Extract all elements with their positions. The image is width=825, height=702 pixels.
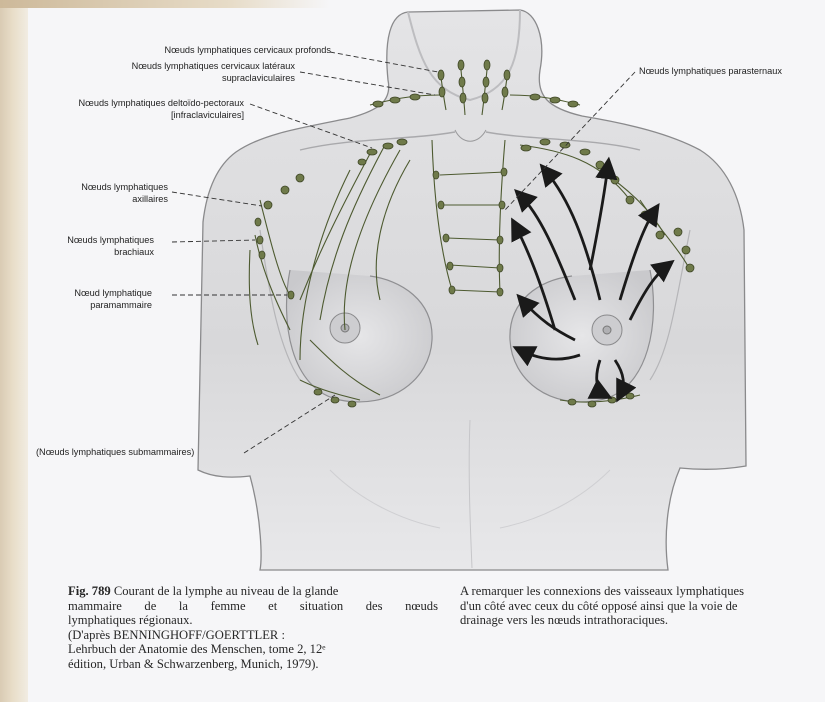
caption-line-4: (D'après BENNINGHOFF/GOERTTLER : <box>68 628 438 643</box>
note-line-2: d'un côté avec ceux du côté opposé ainsi… <box>460 599 822 614</box>
label-brachiaux-line1: Nœuds lymphatiques <box>20 235 154 246</box>
caption-line-1: Courant de la lymphe au niveau de la gla… <box>111 584 339 598</box>
torso <box>198 10 746 570</box>
label-cervicaux-profonds: Nœuds lymphatiques cervicaux profonds <box>96 45 331 56</box>
label-cervicaux-lateraux-line1: Nœuds lymphatiques cervicaux latéraux <box>60 61 295 72</box>
label-cervicaux-lateraux-line2: supraclaviculaires <box>60 73 295 84</box>
caption-line-2: mammaire de la femme et situation des nœ… <box>68 599 438 614</box>
label-axillaires-line2: axillaires <box>20 194 168 205</box>
caption-line-5: Lehrbuch der Anatomie des Menschen, tome… <box>68 642 438 657</box>
label-deltoido-line1: Nœuds lymphatiques deltoïdo-pectoraux <box>8 98 244 109</box>
caption-line-6: édition, Urban & Schwarzenberg, Munich, … <box>68 657 438 672</box>
caption-line-3: lymphatiques régionaux. <box>68 613 438 628</box>
figure-caption: Fig. 789 Courant de la lymphe au niveau … <box>68 584 438 672</box>
label-paramammaire-line1: Nœud lymphatique <box>20 288 152 299</box>
label-deltoido-line2: [infraclaviculaires] <box>8 110 244 121</box>
label-brachiaux-line2: brachiaux <box>20 247 154 258</box>
label-paramammaire-line2: paramammaire <box>20 300 152 311</box>
label-submammaires: (Nœuds lymphatiques submammaires) <box>36 447 194 458</box>
label-axillaires-line1: Nœuds lymphatiques <box>20 182 168 193</box>
note-line-3: drainage vers les nœuds intrathoraciques… <box>460 613 822 628</box>
figure-number: Fig. 789 <box>68 584 111 598</box>
label-parasternaux: Nœuds lymphatiques parasternaux <box>639 66 782 77</box>
figure-note: A remarquer les connexions des vaisseaux… <box>460 584 822 628</box>
note-line-1: A remarquer les connexions des vaisseaux… <box>460 584 822 599</box>
